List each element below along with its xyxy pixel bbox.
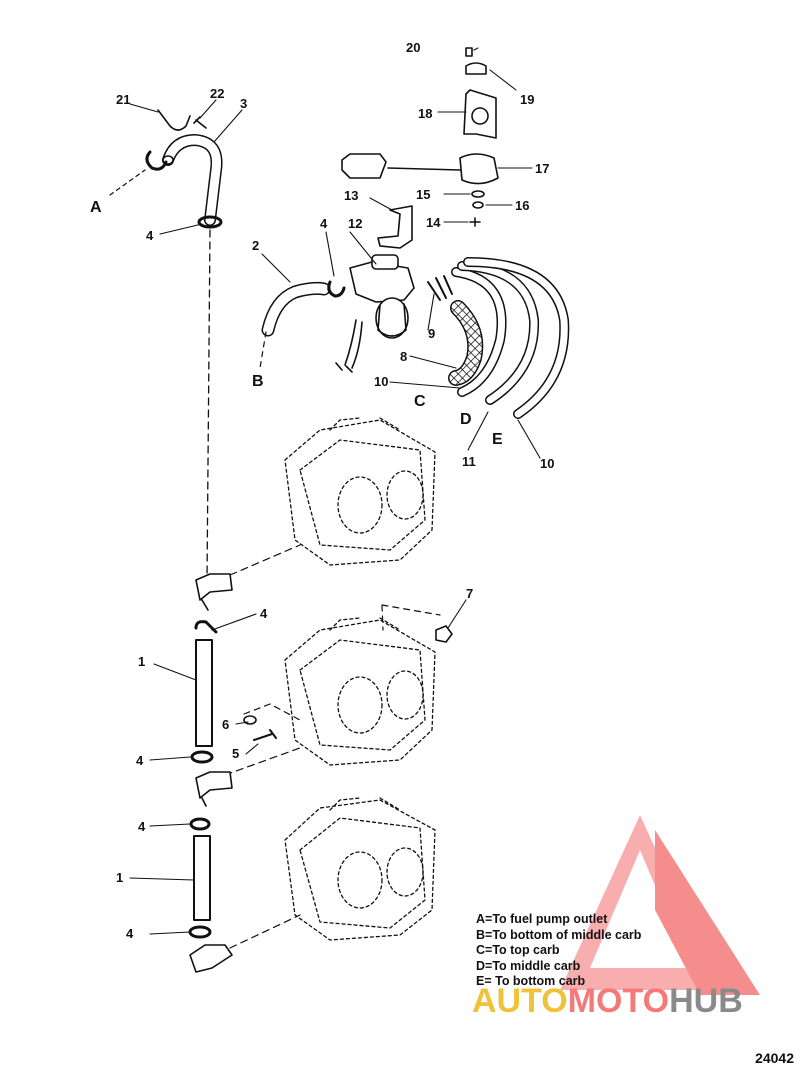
callout-1-upper: 1	[138, 654, 145, 669]
callout-4-low-upper: 4	[138, 819, 146, 834]
leader-lines	[129, 47, 541, 935]
legend-item-a: A=To fuel pump outlet	[476, 912, 608, 926]
legend-item-d: D=To middle carb	[476, 958, 581, 973]
callout-12: 12	[348, 216, 362, 231]
callout-4-pump: 4	[320, 216, 328, 231]
watermark-part-moto: MOTO	[567, 982, 670, 1020]
callout-labels: 20 19 18 17 15 16 14 13 12 4 2 21 22 3 A…	[90, 40, 554, 941]
callout-6: 6	[222, 717, 229, 732]
callout-E: E	[492, 431, 503, 448]
watermark-logo	[560, 815, 760, 995]
callout-3: 3	[240, 96, 247, 111]
callout-15: 15	[416, 187, 430, 202]
callout-C: C	[414, 393, 426, 410]
callout-9: 9	[428, 326, 435, 341]
legend-item-c: C=To top carb	[476, 943, 560, 957]
callout-1-lower: 1	[116, 870, 123, 885]
legend-item-b: B=To bottom of middle carb	[476, 927, 642, 942]
callout-7: 7	[466, 586, 473, 601]
callout-14: 14	[426, 215, 441, 230]
legend-item-e: E= To bottom carb	[476, 974, 586, 988]
callout-10-lower: 10	[540, 456, 554, 471]
callout-B: B	[252, 373, 264, 390]
callout-19: 19	[520, 92, 534, 107]
hose-3-assembly	[109, 109, 223, 581]
callout-21: 21	[116, 92, 130, 107]
callout-A: A	[90, 199, 102, 216]
callout-4-bottom: 4	[126, 926, 134, 941]
callout-13: 13	[344, 188, 358, 203]
carburetor-middle	[284, 617, 436, 766]
callout-18: 18	[418, 106, 432, 121]
legend: A=To fuel pump outlet B=To bottom of mid…	[476, 912, 736, 990]
callout-2: 2	[252, 238, 259, 253]
callout-4-mid-upper: 4	[260, 606, 268, 621]
hoses-8-10-11	[427, 257, 570, 419]
callout-5: 5	[232, 746, 239, 761]
watermark-part-auto: AUTO	[472, 982, 568, 1020]
callout-22: 22	[210, 86, 224, 101]
callout-20: 20	[406, 40, 420, 55]
callout-8: 8	[400, 349, 407, 364]
fuel-line-left	[188, 573, 453, 973]
figure-number: 24042	[755, 1050, 794, 1066]
callout-10-upper: 10	[374, 374, 388, 389]
callout-D: D	[460, 411, 472, 428]
sensor-17-assembly	[341, 47, 499, 227]
callout-17: 17	[535, 161, 549, 176]
carburetor-top	[284, 417, 436, 566]
callout-16: 16	[515, 198, 529, 213]
carburetor-bottom	[284, 797, 436, 941]
callout-11: 11	[462, 454, 476, 469]
hose-2-assembly	[259, 280, 346, 369]
fuel-pump-12	[335, 205, 415, 373]
watermark-text: AUTOMOTOHUB	[472, 982, 743, 1021]
callout-4-top: 4	[146, 228, 154, 243]
callout-4-mid-lower: 4	[136, 753, 144, 768]
watermark-part-hub: HUB	[669, 982, 743, 1020]
